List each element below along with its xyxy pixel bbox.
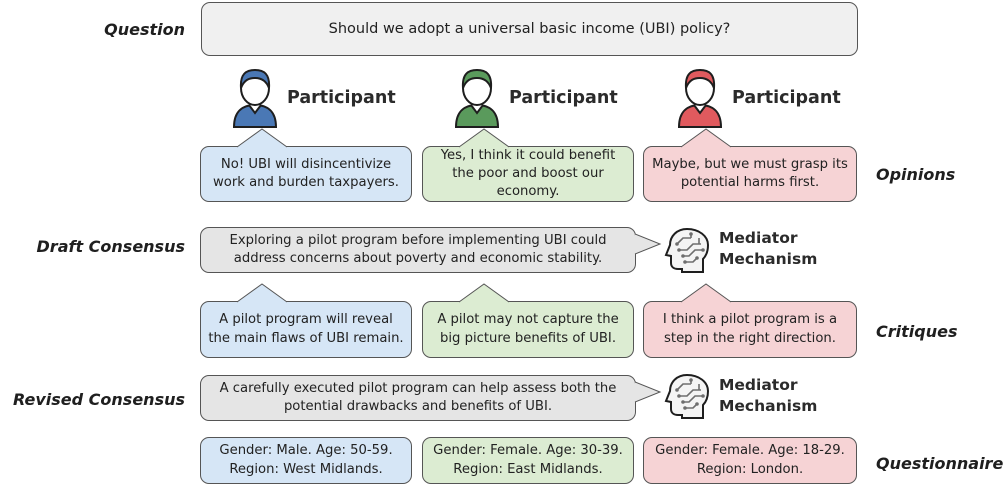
questionnaire-2-line1: Gender: Female. Age: 30-39.	[433, 443, 623, 459]
mediator-brain-icon-2	[664, 373, 710, 419]
opinion-text-3: Maybe, but we must grasp its potential h…	[652, 156, 848, 190]
opinion-bubble-3: Maybe, but we must grasp its potential h…	[643, 146, 857, 202]
questionnaire-3-line1: Gender: Female. Age: 18-29.	[655, 443, 845, 459]
critique-bubble-3: I think a pilot program is a step in the…	[643, 301, 857, 358]
critique-bubble-1: A pilot program will reveal the main fla…	[200, 301, 412, 358]
questionnaire-3-line2: Region: London.	[696, 461, 804, 477]
revised-consensus-row-label: Revised Consensus	[12, 390, 185, 409]
mediator-label-2: Mediator Mechanism	[719, 375, 817, 417]
critique-bubble-1-tail	[236, 283, 288, 303]
mediator-brain-icon-1	[664, 227, 710, 273]
draft-consensus-row-label: Draft Consensus	[36, 237, 185, 256]
opinion-text-2: Yes, I think it could benefit the poor a…	[440, 147, 616, 200]
critique-text-1: A pilot program will reveal the main fla…	[208, 312, 404, 346]
draft-consensus-tail	[634, 233, 662, 255]
questionnaire-card-2: Gender: Female. Age: 30-39. Region: East…	[422, 437, 634, 484]
critique-text-2: A pilot may not capture the big picture …	[437, 312, 619, 346]
opinion-bubble-1-tail	[236, 128, 288, 148]
questionnaire-1-line2: Region: West Midlands.	[229, 461, 383, 477]
participant-3-avatar-icon	[677, 68, 723, 128]
critique-bubble-2-tail	[458, 283, 510, 303]
critiques-row-label: Critiques	[876, 322, 958, 341]
critique-bubble-3-tail	[680, 283, 732, 303]
questionnaire-2-line2: Region: East Midlands.	[453, 461, 603, 477]
questionnaire-card-3: Gender: Female. Age: 18-29. Region: Lond…	[643, 437, 857, 484]
mediator-label-1: Mediator Mechanism	[719, 228, 817, 270]
revised-consensus-tail	[634, 381, 662, 403]
opinion-bubble-2: Yes, I think it could benefit the poor a…	[422, 146, 634, 202]
question-box: Should we adopt a universal basic income…	[201, 2, 858, 56]
questionnaire-1-line1: Gender: Male. Age: 50-59.	[219, 443, 393, 459]
participant-2-label: Participant	[509, 88, 618, 108]
critique-bubble-2: A pilot may not capture the big picture …	[422, 301, 634, 358]
participant-2-avatar-icon	[454, 68, 500, 128]
questionnaire-card-1: Gender: Male. Age: 50-59. Region: West M…	[200, 437, 412, 484]
participant-1-label: Participant	[287, 88, 396, 108]
mediator-label-2-line2: Mechanism	[719, 396, 818, 415]
mediator-label-1-line1: Mediator	[719, 229, 798, 247]
questionnaire-row-label: Questionnaire	[876, 454, 1004, 473]
opinion-bubble-3-tail	[680, 128, 732, 148]
opinions-row-label: Opinions	[876, 165, 956, 184]
draft-consensus-bubble: Exploring a pilot program before impleme…	[200, 227, 636, 273]
participant-3-label: Participant	[732, 88, 841, 108]
revised-consensus-text: A carefully executed pilot program can h…	[219, 380, 617, 414]
question-row-label: Question	[104, 20, 185, 39]
mediator-label-2-line1: Mediator	[719, 376, 798, 394]
mediator-label-1-line2: Mechanism	[719, 249, 818, 268]
opinion-bubble-2-tail	[458, 128, 510, 148]
question-text: Should we adopt a universal basic income…	[328, 21, 731, 37]
opinion-bubble-1: No! UBI will disincentivize work and bur…	[200, 146, 412, 202]
opinion-text-1: No! UBI will disincentivize work and bur…	[213, 156, 399, 190]
draft-consensus-text: Exploring a pilot program before impleme…	[229, 232, 607, 266]
participant-1-avatar-icon	[232, 68, 278, 128]
critique-text-3: I think a pilot program is a step in the…	[662, 312, 838, 346]
revised-consensus-bubble: A carefully executed pilot program can h…	[200, 375, 636, 421]
